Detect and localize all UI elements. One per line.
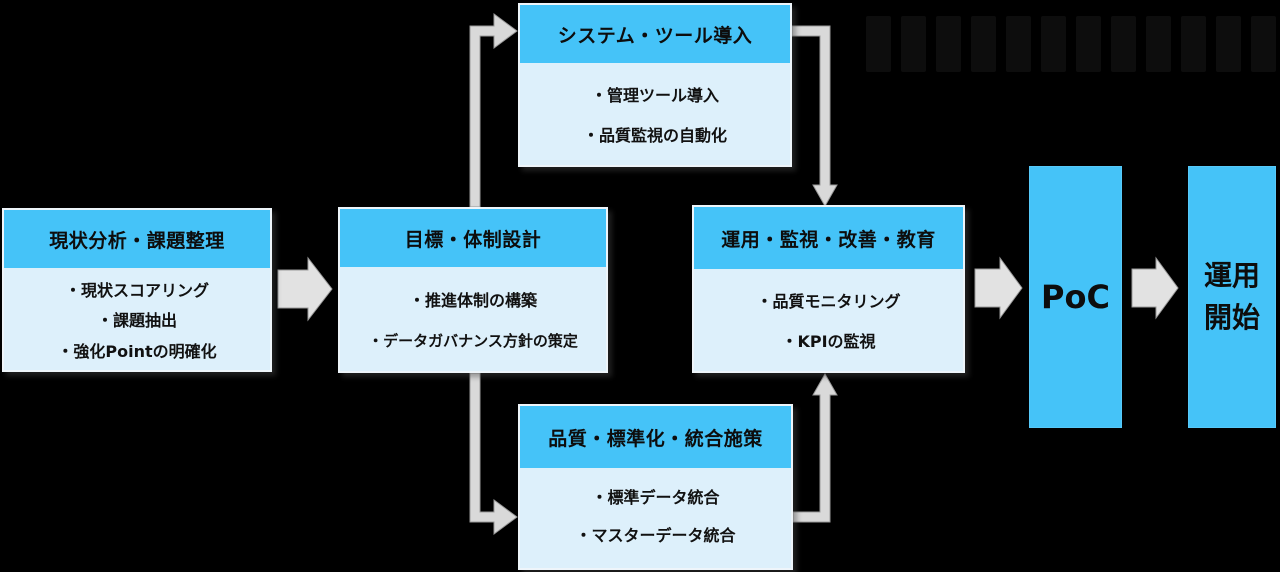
stage-box-quality-standardization: 品質・標準化・統合施策 ・標準データ統合 ・マスターデータ統合 bbox=[518, 404, 793, 570]
bullet-item: ・KPIの監視 bbox=[781, 332, 876, 352]
milestone-box-poc: PoC bbox=[1029, 166, 1122, 428]
stage-title-goal-design: 目標・体制設計 bbox=[340, 209, 606, 267]
stage-box-goal-design: 目標・体制設計 ・推進体制の構築 ・データガバナンス方針の策定 bbox=[338, 207, 608, 373]
stage-items-goal-design: ・推進体制の構築 ・データガバナンス方針の策定 bbox=[340, 267, 606, 371]
arrow-operation-to-poc-icon bbox=[974, 256, 1023, 320]
operation-start-label-line2: 開始 bbox=[1203, 301, 1260, 334]
stage-items-operation-monitoring: ・品質モニタリング ・KPIの監視 bbox=[694, 269, 963, 371]
stage-title-operation-monitoring: 運用・監視・改善・教育 bbox=[694, 207, 963, 269]
stage-box-system-tools: システム・ツール導入 ・管理ツール導入 ・品質監視の自動化 bbox=[518, 3, 792, 167]
poc-label: PoC bbox=[1041, 278, 1110, 316]
connector-quality-to-operation-icon bbox=[792, 372, 838, 523]
bullet-item: ・強化Pointの明確化 bbox=[57, 341, 217, 361]
arrow-stage1-to-stage2-icon bbox=[277, 256, 333, 322]
bullet-item: ・標準データ統合 bbox=[591, 488, 720, 507]
milestone-box-operation-start: 運用 開始 bbox=[1188, 166, 1276, 428]
connector-stage2-to-quality-icon bbox=[469, 372, 518, 535]
bullet-item: ・データガバナンス方針の策定 bbox=[368, 331, 578, 350]
faint-watermark bbox=[866, 16, 1276, 72]
bullet-item: ・課題抽出 bbox=[96, 311, 177, 330]
connector-system-to-operation-icon bbox=[791, 25, 838, 208]
stage-box-operation-monitoring: 運用・監視・改善・教育 ・品質モニタリング ・KPIの監視 bbox=[692, 205, 965, 373]
stage-items-current-analysis: ・現状スコアリング ・課題抽出 ・強化Pointの明確化 bbox=[4, 268, 270, 370]
arrow-poc-to-start-icon bbox=[1131, 256, 1179, 320]
bullet-item: ・品質監視の自動化 bbox=[582, 126, 727, 146]
stage-box-current-analysis: 現状分析・課題整理 ・現状スコアリング ・課題抽出 ・強化Pointの明確化 bbox=[2, 208, 272, 372]
bullet-item: ・推進体制の構築 bbox=[408, 291, 537, 311]
bullet-item: ・品質モニタリング bbox=[756, 291, 901, 311]
bullet-item: ・マスターデータ統合 bbox=[575, 526, 736, 545]
stage-items-system-tools: ・管理ツール導入 ・品質監視の自動化 bbox=[520, 63, 790, 165]
stage-title-system-tools: システム・ツール導入 bbox=[520, 5, 790, 63]
operation-start-label-line1: 運用 bbox=[1203, 259, 1260, 292]
connector-stage2-to-system-icon bbox=[469, 13, 518, 208]
stage-title-quality-standardization: 品質・標準化・統合施策 bbox=[520, 406, 791, 468]
bullet-item: ・管理ツール導入 bbox=[590, 85, 719, 105]
stage-title-current-analysis: 現状分析・課題整理 bbox=[4, 210, 270, 268]
bullet-item: ・現状スコアリング bbox=[64, 280, 209, 300]
stage-items-quality-standardization: ・標準データ統合 ・マスターデータ統合 bbox=[520, 468, 791, 568]
